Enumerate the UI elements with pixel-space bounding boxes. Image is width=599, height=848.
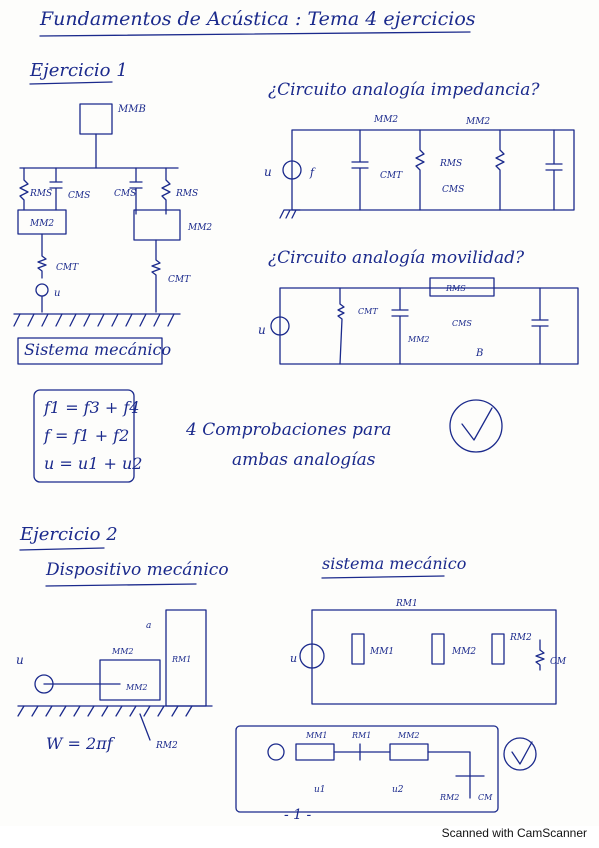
mob-label-b: B	[475, 348, 483, 359]
imp-label-cms: CMS	[442, 185, 464, 195]
eq-label-rm2: RM2	[439, 793, 459, 802]
device-title-underline	[45, 583, 197, 587]
eq-label-u1: u1	[314, 785, 326, 795]
equation-1: f1 = f3 + f4	[44, 398, 140, 417]
imp-label-u: u	[264, 165, 272, 179]
label-cmt-right: CMT	[168, 275, 191, 285]
dev-label-mm1: MM2	[111, 647, 133, 656]
impedance-circuit: u f MM2 MM2 CMT RMS CMS	[264, 115, 575, 219]
page-title: Fundamentos de Acústica : Tema 4 ejercic…	[40, 8, 476, 30]
mob-label-mm2: MM2	[407, 335, 429, 344]
sketch-layer: MMB RMS CMS MM2 CMT u CMS RMS MM2 CMT u …	[13, 31, 579, 813]
mob-label-u: u	[258, 323, 266, 337]
label-mm2-right: MM2	[187, 223, 212, 233]
equation-3: u = u1 + u2	[44, 454, 143, 473]
label-cms-left: CMS	[68, 191, 90, 201]
exercise2-heading: Ejercicio 2	[20, 524, 118, 545]
system-title: sistema mecánico	[322, 554, 467, 573]
mob-label-cmt: CMT	[358, 307, 378, 316]
mobility-circuit: u RMS CMS MM2 B CMT	[258, 277, 579, 365]
sys-label-u: u	[290, 652, 297, 665]
check-mark-icon-2	[503, 737, 537, 771]
ex1-mechanical-system: MMB RMS CMS MM2 CMT u CMS RMS MM2 CMT	[13, 103, 212, 365]
imp-label-cmt: CMT	[380, 171, 403, 181]
mobility-circuit-title: ¿Circuito analogía movilidad?	[268, 248, 525, 268]
omega-equation: W = 2πf	[46, 734, 113, 753]
label-cmt-left: CMT	[56, 263, 79, 273]
equation-2: f = f1 + f2	[44, 426, 130, 445]
mob-label-rms: RMS	[445, 284, 466, 293]
impedance-circuit-title: ¿Circuito analogía impedancia?	[268, 80, 540, 100]
checks-note-line1: 4 Comprobaciones para	[186, 420, 392, 440]
eq-label-u2: u2	[392, 785, 404, 795]
label-rms-right: RMS	[175, 189, 198, 199]
system-label-box	[17, 337, 163, 365]
dev-label-a: a	[146, 621, 151, 631]
title-underline	[39, 31, 471, 37]
dev-label-rm2: RM2	[155, 741, 178, 751]
mob-label-cms: CMS	[452, 319, 472, 328]
eq-label-mm2: MM2	[397, 731, 419, 740]
exercise1-heading: Ejercicio 1	[30, 60, 128, 81]
dev-label-mm2: MM2	[125, 683, 147, 692]
dev-label-rm1: RM1	[171, 655, 191, 664]
imp-label-mm2: MM2	[373, 115, 398, 125]
ex2-mechanical-device: u MM2 MM2 a RM1 RM2	[16, 609, 213, 751]
eq-label-mm1: MM1	[305, 731, 327, 740]
imp-label-mm2b: MM2	[465, 117, 490, 127]
scanner-credit: Scanned with CamScanner	[441, 826, 587, 840]
system-label: Sistema mecánico	[24, 340, 172, 359]
label-u-source: u	[54, 288, 60, 299]
ex1-heading-underline	[29, 81, 113, 85]
checks-note-line2: ambas analogías	[232, 450, 376, 470]
equations-box	[33, 389, 135, 483]
eq-label-cm: CM	[478, 793, 493, 802]
ex2-heading-underline	[19, 547, 105, 551]
imp-label-rms: RMS	[439, 159, 462, 169]
eq-label-rm1: RM1	[351, 731, 371, 740]
label-rms-left: RMS	[29, 189, 52, 199]
ex2-system-circuit: u RM1 MM1 MM2 RM2 CM	[290, 599, 567, 705]
imp-label-f: f	[309, 166, 316, 179]
sys-label-rm2: RM2	[509, 633, 532, 643]
dev-label-u: u	[16, 653, 24, 667]
label-mmb: MMB	[117, 104, 146, 115]
system-title-underline	[321, 575, 445, 579]
device-title: Dispositivo mecánico	[46, 560, 229, 580]
label-cms-right: CMS	[114, 189, 136, 199]
sys-label-rm1: RM1	[395, 599, 418, 609]
sys-label-mm1: MM1	[369, 647, 394, 657]
ex2-equivalent-circuit: MM1 RM1 MM2 u1 u2 RM2 CM	[235, 725, 499, 813]
label-mm2-left: MM2	[29, 219, 54, 229]
sys-label-cm: CM	[550, 657, 567, 667]
check-mark-icon	[449, 399, 503, 453]
sys-label-mm2: MM2	[451, 647, 476, 657]
